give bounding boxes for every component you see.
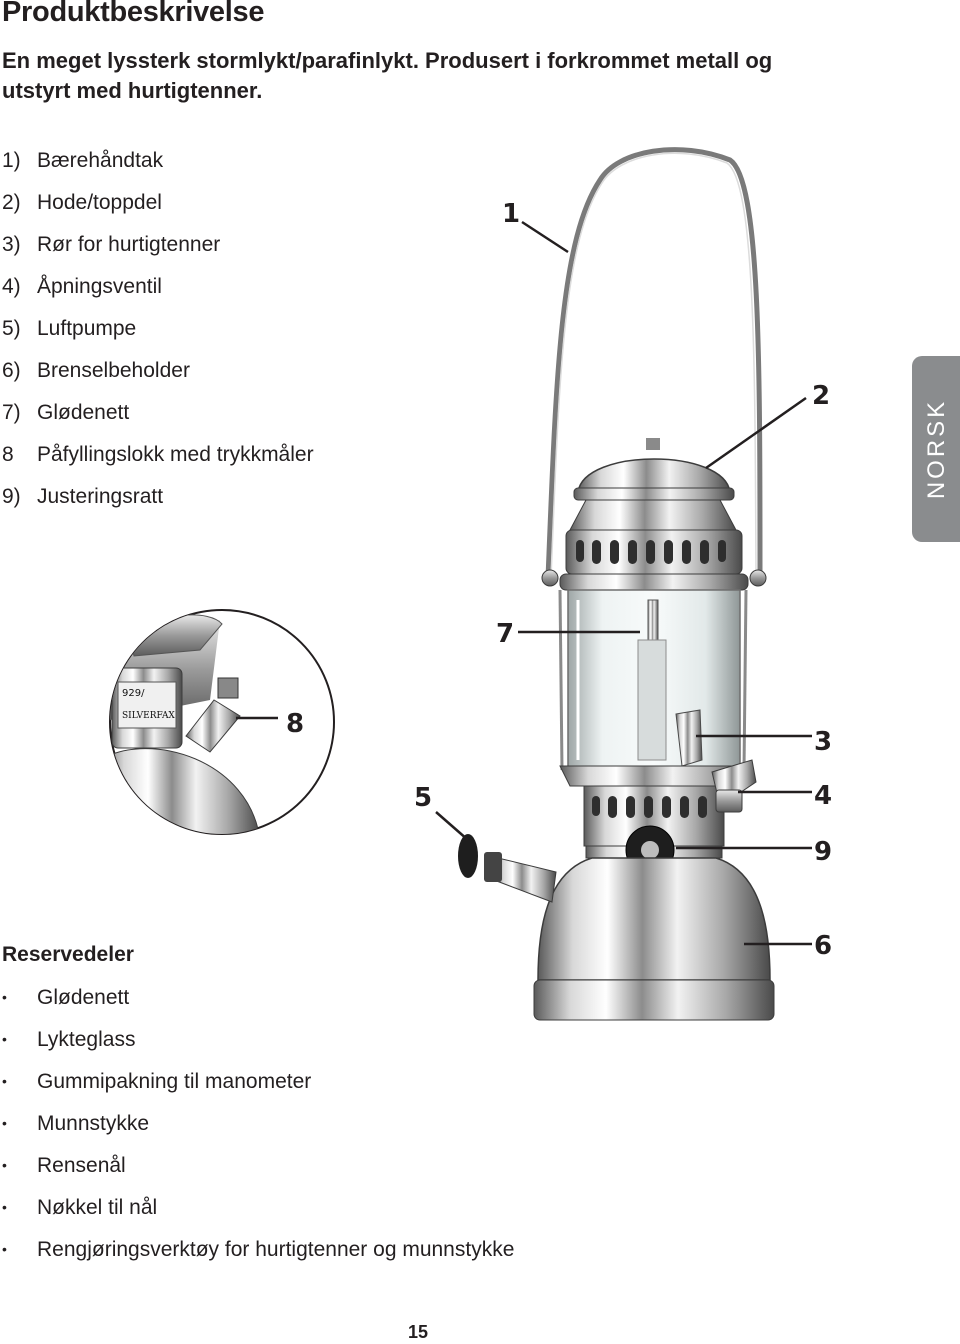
callout-3: 3 <box>814 727 832 757</box>
callout-8: 8 <box>286 709 304 739</box>
part-label: Luftpumpe <box>37 317 137 340</box>
spare-part-item: • Rensenål <box>2 1150 514 1192</box>
spare-part-label: Rensenål <box>37 1154 126 1177</box>
part-number: 4) <box>2 275 21 298</box>
fuel-tank <box>533 857 775 1021</box>
bullet: • <box>2 1031 7 1047</box>
intro-text: En meget lyssterk stormlykt/parafinlykt.… <box>2 48 773 103</box>
callout-6: 6 <box>814 931 832 961</box>
parts-list-item: 6) Brenselbeholder <box>2 356 314 398</box>
spare-part-label: Gummipakning til manometer <box>37 1070 312 1093</box>
spare-part-item: • Gummipakning til manometer <box>2 1066 514 1108</box>
part-number: 7) <box>2 401 21 424</box>
part-number: 9) <box>2 485 21 508</box>
parts-list-item: 1) Bærehåndtak <box>2 146 314 188</box>
part-label: Påfyllingslokk med trykkmåler <box>37 443 314 466</box>
callout-9: 9 <box>814 837 832 867</box>
callout-7: 7 <box>496 619 514 649</box>
spare-part-label: Rengjøringsverktøy for hurtigtenner og m… <box>37 1238 515 1261</box>
air-pump <box>458 834 557 903</box>
bullet: • <box>2 1073 7 1089</box>
spare-parts-heading: Reservedeler <box>2 943 134 966</box>
callout-2: 2 <box>812 381 830 411</box>
spare-part-item: • Glødenett <box>2 982 514 1024</box>
parts-list-item: 8 Påfyllingslokk med trykkmåler <box>2 440 314 482</box>
part-label: Åpningsventil <box>37 275 162 298</box>
carry-handle <box>545 147 763 579</box>
part-number: 5) <box>2 317 21 340</box>
spare-part-label: Glødenett <box>37 986 130 1009</box>
vented-collar <box>541 529 767 591</box>
page-number: 15 <box>408 1322 429 1342</box>
part-number: 3) <box>2 233 21 256</box>
callout-1: 1 <box>502 199 520 229</box>
part-label: Rør for hurtigtenner <box>37 233 221 256</box>
part-label: Hode/toppdel <box>37 191 162 214</box>
callout-4: 4 <box>814 781 832 811</box>
spare-part-item: • Lykteglass <box>2 1024 514 1066</box>
part-number: 1) <box>2 149 21 172</box>
part-label: Glødenett <box>37 401 130 424</box>
parts-list-item: 2) Hode/toppdel <box>2 188 314 230</box>
spare-part-label: Lykteglass <box>37 1028 136 1051</box>
parts-list: 1) Bærehåndtak 2) Hode/toppdel 3) Rør for h… <box>2 146 314 524</box>
gauge-brand-text: SILVERFAX <box>122 711 175 721</box>
bullet: • <box>2 989 7 1005</box>
spare-parts-list: • Glødenett • Lykteglass • Gummipakning til… <box>2 982 514 1276</box>
gauge-text: 929/ <box>122 688 145 699</box>
callout-5: 5 <box>414 783 432 813</box>
part-number: 2) <box>2 191 21 214</box>
part-label: Bærehåndtak <box>37 149 164 172</box>
glass-globe <box>558 589 748 771</box>
part-number: 6) <box>2 359 21 382</box>
spare-part-label: Nøkkel til nål <box>37 1196 158 1219</box>
spare-part-item: • Nøkkel til nål <box>2 1192 514 1234</box>
parts-list-item: 7) Glødenett <box>2 398 314 440</box>
parts-list-item: 4) Åpningsventil <box>2 272 314 314</box>
parts-list-item: 5) Luftpumpe <box>2 314 314 356</box>
top-cap <box>569 438 737 531</box>
bullet: • <box>2 1241 7 1257</box>
page-title: Produktbeskrivelse <box>2 0 265 28</box>
spare-part-label: Munnstykke <box>37 1112 150 1135</box>
bullet: • <box>2 1199 7 1215</box>
part-number: 8 <box>2 443 14 466</box>
spare-part-item: • Rengjøringsverktøy for hurtigtenner og … <box>2 1234 514 1276</box>
part-label: Brenselbeholder <box>37 359 190 382</box>
callout-lines <box>236 220 812 946</box>
part-label: Justeringsratt <box>37 485 164 508</box>
parts-list-item: 9) Justeringsratt <box>2 482 314 524</box>
parts-list-item: 3) Rør for hurtigtenner <box>2 230 314 272</box>
spare-part-item: • Munnstykke <box>2 1108 514 1150</box>
bullet: • <box>2 1157 7 1173</box>
language-tab: NORSK <box>912 356 960 542</box>
bullet: • <box>2 1115 7 1131</box>
burner-gallery <box>559 759 757 875</box>
